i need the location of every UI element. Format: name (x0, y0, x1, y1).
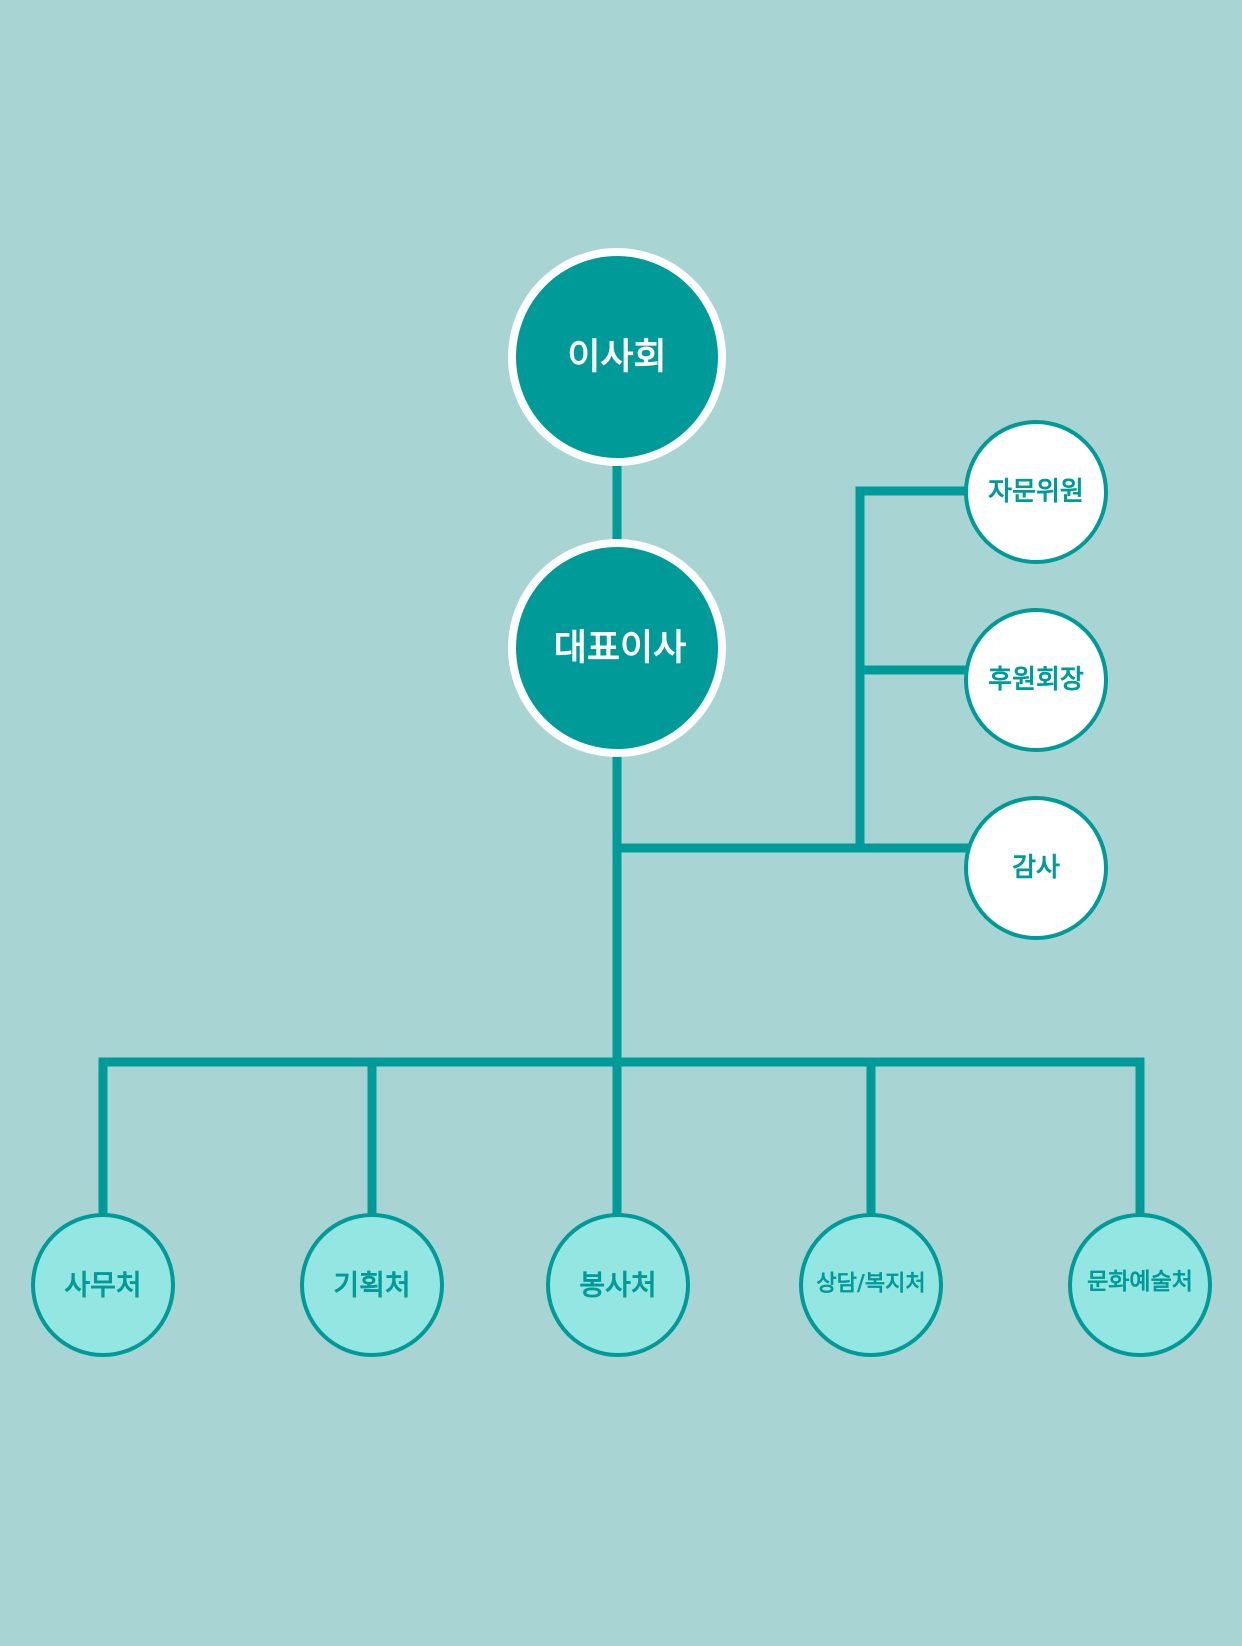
node-department-2-circle (300, 1213, 444, 1357)
node-department-3-label: 봉사처 (579, 1269, 656, 1302)
node-department-4-label: 상담/복지처 (816, 1272, 925, 1297)
node-department-2: 기획처 (300, 1213, 444, 1357)
node-department-5-label: 문화예술처 (1087, 1269, 1193, 1295)
connector-lines (98, 450, 1145, 1220)
node-department-3: 봉사처 (546, 1213, 690, 1357)
node-advisor-3-circle (964, 796, 1108, 940)
node-department-1-label: 사무처 (64, 1269, 141, 1302)
node-department-1: 사무처 (31, 1213, 175, 1357)
node-ceo-inner (516, 547, 718, 749)
node-department-5-circle (1068, 1213, 1212, 1357)
node-advisor-1-label: 자문위원 (988, 477, 1084, 507)
node-department-3-circle (546, 1213, 690, 1357)
node-advisor-2: 후원회장 (964, 608, 1108, 752)
node-advisor-3-label: 감사 (1012, 853, 1060, 883)
node-department-5: 문화예술처 (1068, 1213, 1212, 1357)
node-ceo-label: 대표이사 (554, 628, 686, 669)
node-advisor-2-label: 후원회장 (988, 665, 1084, 695)
node-advisor-3: 감사 (964, 796, 1108, 940)
node-board-label: 이사회 (567, 337, 666, 378)
node-department-2-label: 기획처 (333, 1269, 410, 1302)
node-board-inner (516, 256, 718, 458)
node-department-4: 상담/복지처 (799, 1213, 943, 1357)
node-board: 이사회 (508, 248, 726, 466)
node-department-1-circle (31, 1213, 175, 1357)
node-advisor-2-circle (964, 608, 1108, 752)
node-advisor-1: 자문위원 (964, 420, 1108, 564)
node-ceo: 대표이사 (508, 539, 726, 757)
node-department-4-circle (799, 1213, 943, 1357)
node-advisor-1-circle (964, 420, 1108, 564)
